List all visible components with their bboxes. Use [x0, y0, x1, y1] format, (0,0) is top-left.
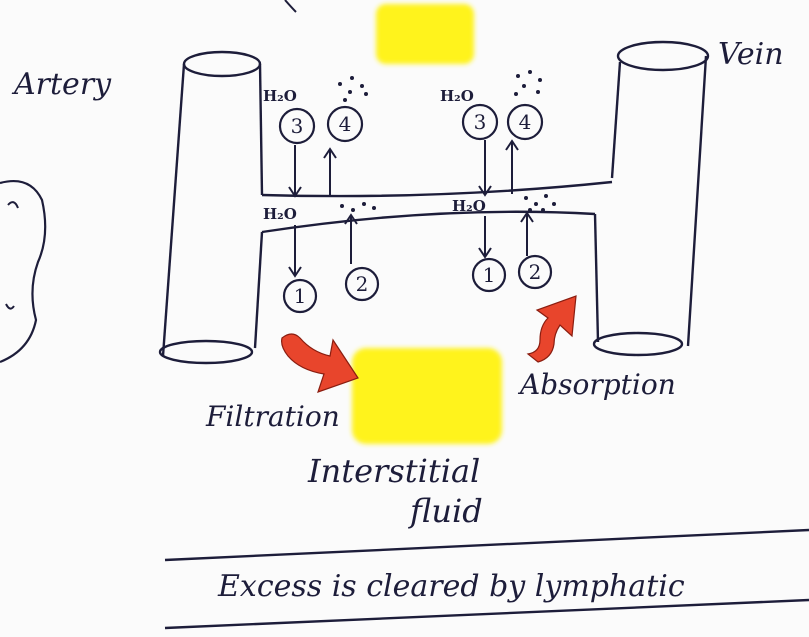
cloud-mark: [6, 304, 14, 309]
marker-3-left: 3: [291, 114, 304, 138]
fluid-label: fluid: [408, 492, 483, 530]
interstitial-label: Interstitial: [307, 452, 480, 490]
right-exchange-site: H₂O H₂O 3 4 1 2: [440, 70, 556, 291]
marker-4-left: 4: [339, 112, 352, 136]
top-highlight: [376, 4, 474, 64]
artery-vessel: [160, 52, 262, 363]
vein-vessel: [594, 42, 708, 355]
solute-dots-top-left: [338, 76, 368, 102]
filtration-label: Filtration: [205, 400, 340, 433]
absorption-arrow: [528, 296, 576, 362]
water-label-top-right: H₂O: [440, 87, 474, 105]
capillary: [262, 182, 612, 232]
solute-dots-capillary-right: [524, 194, 556, 212]
note-top-rule: [165, 530, 809, 560]
flow-arrows-left: [289, 145, 357, 276]
absorption-label: Absorption: [517, 368, 676, 401]
water-label-capillary-right: H₂O: [452, 197, 486, 215]
excess-note: Excess is cleared by lymphatic: [217, 569, 685, 604]
solute-dots-top-right: [514, 70, 542, 96]
cloud-outline: [0, 181, 45, 362]
marker-3-right: 3: [474, 110, 487, 134]
cloud-mark: [8, 202, 18, 208]
water-label-capillary-left: H₂O: [263, 205, 297, 223]
water-label-top-left: H₂O: [263, 87, 297, 105]
interstitial-highlight: [352, 348, 502, 444]
marker-2-right: 2: [529, 260, 542, 284]
vein-label: Vein: [718, 37, 784, 72]
marker-2-left: 2: [356, 272, 369, 296]
note-bottom-rule: [165, 600, 809, 628]
left-exchange-site: H₂O H₂O 3 4 1 2: [263, 76, 378, 312]
filtration-arrow: [282, 334, 358, 392]
top-scribble: [285, 0, 296, 12]
solute-dots-capillary-left: [340, 202, 376, 212]
marker-1-left: 1: [294, 284, 307, 308]
marker-4-right: 4: [519, 110, 532, 134]
artery-label: Artery: [11, 67, 112, 102]
marker-1-right: 1: [483, 263, 496, 287]
